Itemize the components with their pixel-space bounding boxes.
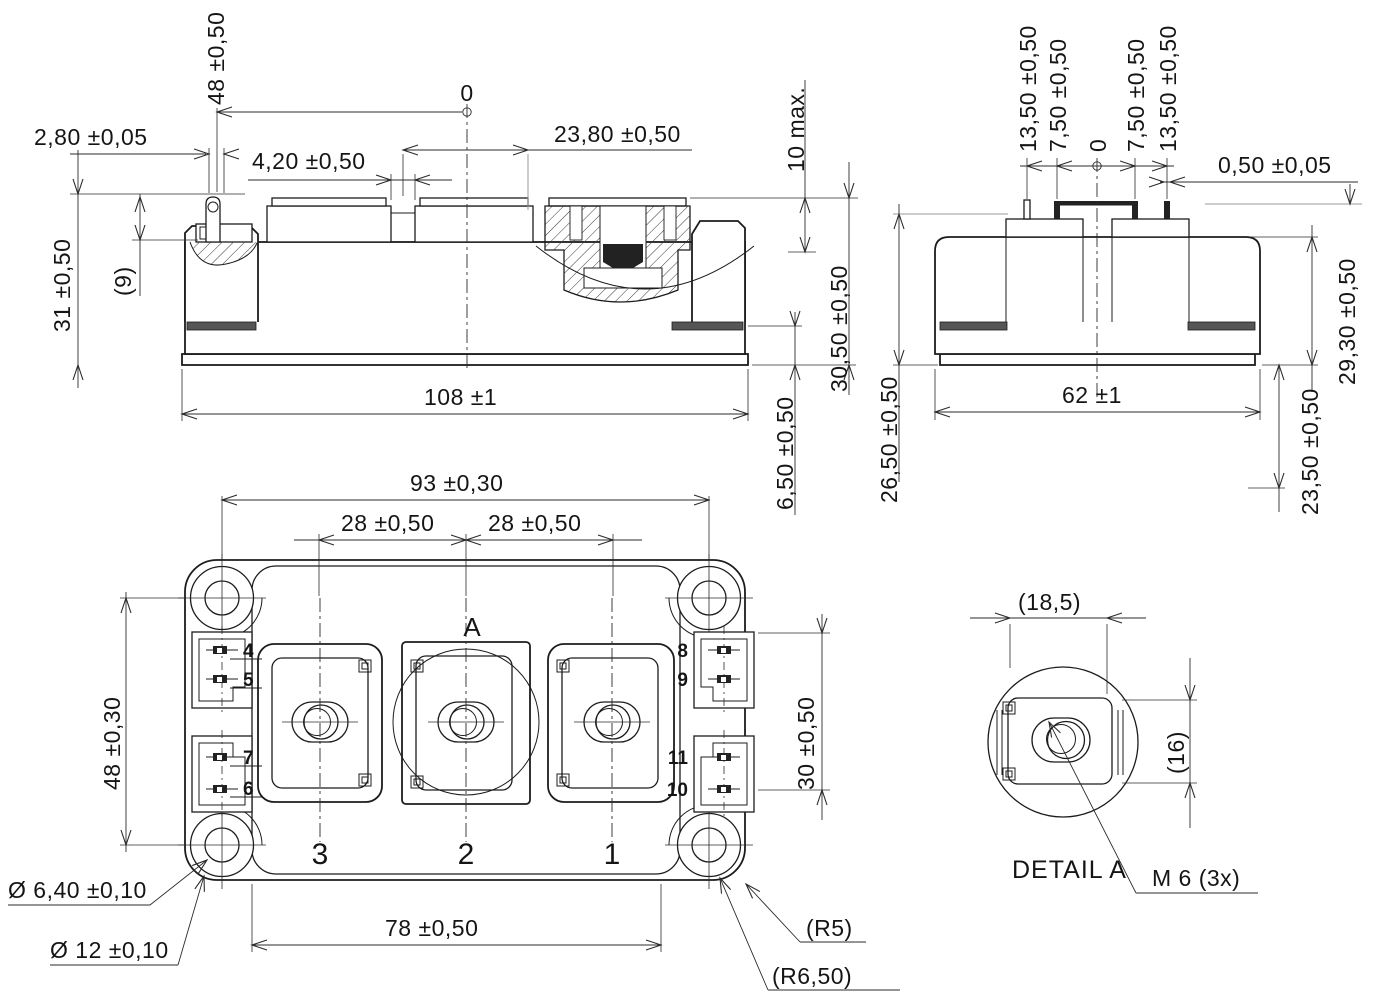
front-section-cut [535,197,755,303]
top-dim-radius-lug: (R5) [806,915,853,941]
front-dim-pin-width: 2,80 ±0,05 [34,124,148,150]
top-view: 4 5 7 6 8 9 11 10 3 2 1 A 93 ±0,30 [8,470,900,991]
front-section-boundary-arc [535,245,755,290]
mounting-hole-top-left [178,554,266,642]
top-dim-hole-inner: Ø 6,40 ±0,10 [8,877,147,903]
front-terminal-cover-2 [414,205,534,243]
power-terminal-1 [547,643,675,803]
side-dim-pin-7-5-l: 7,50 ±0,50 [1045,38,1071,152]
front-section-nut [603,244,643,268]
front-dim-height-pin-plane: 31 ±0,50 [49,239,75,332]
pin-label-9: 9 [677,670,688,691]
mounting-hole-bottom-right [665,801,753,889]
detail-thread-spec: M 6 (3x) [1152,865,1240,891]
detail-thread-hole [1046,720,1086,760]
side-view: 13,50 ±0,50 7,50 ±0,50 0 7,50 ±0,50 13,5… [876,25,1362,515]
side-dim-depth: 62 ±1 [1062,382,1122,408]
top-dim-radius-corner: (R6,50) [772,963,852,989]
front-terminal-cover-1 [266,205,392,243]
side-view-dimensions: 13,50 ±0,50 7,50 ±0,50 0 7,50 ±0,50 13,5… [876,25,1360,515]
terminal-label-3: 3 [312,838,329,871]
top-dim-terminal-span: 78 ±0,50 [385,915,478,941]
side-pin-13-5-r [1164,201,1170,219]
side-dim-height-lower: 23,50 ±0,50 [1297,388,1323,515]
front-right-foot-pad [671,321,744,331]
pin-label-4: 4 [243,641,254,662]
pin-label-6: 6 [243,779,254,800]
front-dim-screw-max: 10 max. [783,87,809,172]
front-left-foot-pad [186,321,257,331]
side-dim-pin-offset: 0,50 ±0,05 [1218,152,1332,178]
detail-title: DETAIL A [1012,856,1127,884]
front-dim-height-cover: 30,50 ±0,50 [826,265,852,392]
detail-view-dimensions: (18,5) (16) M 6 (3x) DETAIL A [970,589,1258,894]
front-dim-gap: 4,20 ±0,50 [252,148,366,174]
side-view-outline [934,158,1362,398]
detail-a-marker: A [463,612,481,642]
top-dim-hole-span-y: 48 ±0,30 [99,697,125,790]
side-pin-13-5-l [1023,199,1031,220]
front-baseplate [181,353,749,366]
terminal-label-2: 2 [458,838,475,871]
top-dim-terminal-pitch-r: 28 ±0,50 [488,510,581,536]
pin-label-5: 5 [243,670,254,691]
pin-label-7: 7 [243,748,254,769]
mounting-hole-top-right [665,554,753,642]
top-view-outline: 4 5 7 6 8 9 11 10 3 2 1 A [178,554,755,889]
side-right-foot-pad [1187,321,1256,331]
front-dim-foot: 6,50 ±0,50 [772,396,798,510]
top-view-dimensions: 93 ±0,30 28 ±0,50 28 ±0,50 48 ±0,30 [8,470,900,991]
top-dim-terminal-pitch-l: 28 ±0,50 [341,510,434,536]
signal-connector-left-bottom [191,730,253,818]
front-dim-aux: (9) [110,266,136,296]
signal-pin-labels: 4 5 7 6 8 9 11 10 [230,641,688,801]
side-dim-pin-13-5-l: 13,50 ±0,50 [1015,25,1041,152]
top-dim-signal-span: 30 ±0,50 [793,697,819,790]
pin-label-8: 8 [677,641,688,662]
front-dim-terminal-offset: 23,80 ±0,50 [554,121,681,147]
top-dim-hole-outer: Ø 12 ±0,10 [50,937,169,963]
side-pin-7-5-l [1054,201,1060,219]
side-left-foot-pad [939,321,1008,331]
front-view-outline [181,104,755,372]
front-dim-pin-height: 48 ±0,50 [203,12,229,105]
side-datum-zero: 0 [1085,139,1111,152]
terminal-label-1: 1 [604,838,621,871]
top-dim-hole-span-x: 93 ±0,30 [410,470,503,496]
front-view: 48 ±0,50 0 2,80 ±0,05 4,20 ±0,50 23,80 ±… [34,12,858,515]
front-aux-pin [189,196,258,266]
side-dim-height-total: 29,30 ±0,50 [1334,258,1360,385]
side-dim-pin-13-5-r: 13,50 ±0,50 [1155,25,1181,152]
signal-connector-left-top [191,626,253,714]
side-baseplate [939,353,1256,366]
detail-view: (18,5) (16) M 6 (3x) DETAIL A [970,589,1258,894]
side-dim-pin-7-5-r: 7,50 ±0,50 [1123,38,1149,152]
signal-connector-right-bottom [693,730,755,818]
detail-dim-height: (16) [1163,731,1189,774]
front-dim-width: 108 ±1 [424,384,497,410]
detail-dim-width: (18,5) [1018,589,1081,615]
side-body [934,236,1261,355]
side-dim-height-body: 26,50 ±0,50 [876,376,902,503]
detail-a-circle [392,648,540,796]
front-view-dimensions: 48 ±0,50 0 2,80 ±0,05 4,20 ±0,50 23,80 ±… [34,12,858,515]
pin-label-10: 10 [667,780,688,801]
pin-label-11: 11 [668,748,689,769]
detail-view-outline [987,666,1139,818]
front-datum-zero: 0 [460,80,473,106]
side-pin-7-5-r [1132,201,1138,219]
front-right-block [691,220,746,322]
signal-connector-right-top [693,626,755,714]
